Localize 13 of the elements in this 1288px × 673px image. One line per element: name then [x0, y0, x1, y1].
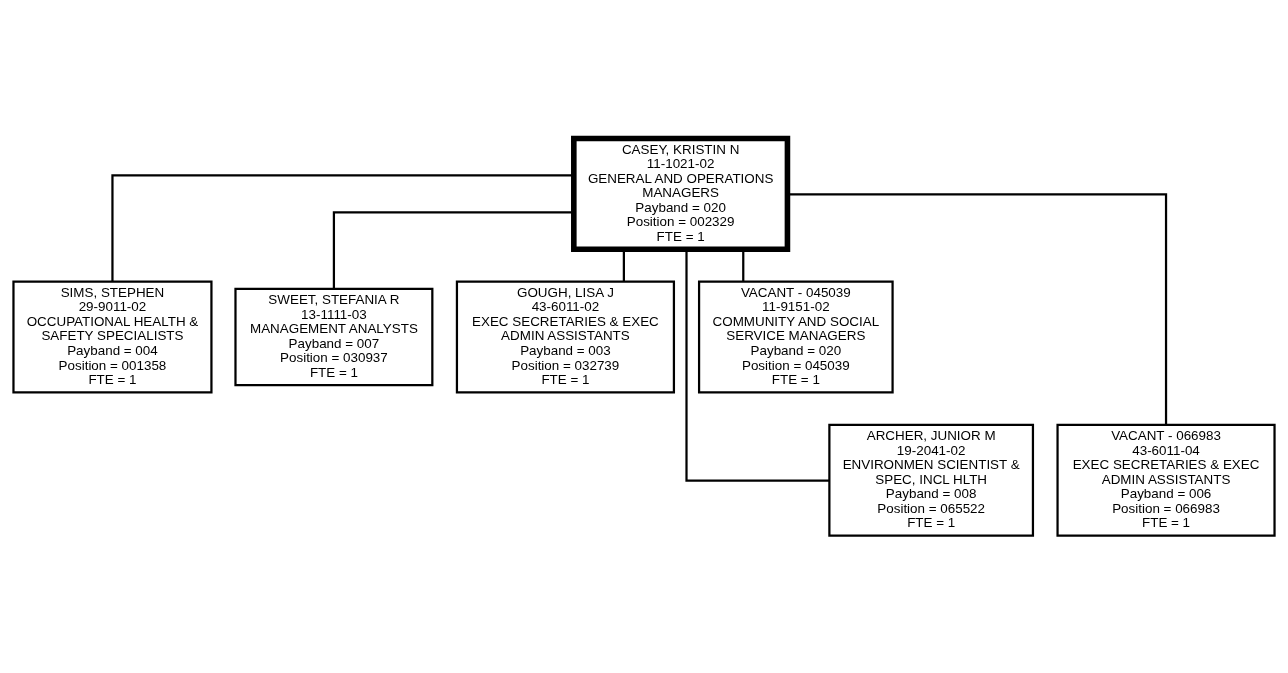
- connector: [742, 249, 745, 282]
- node-box: SIMS, STEPHEN 29-9011-02 OCCUPATIONAL HEALTH & SAFETY SPECIALISTS Payband = 004 Position = 001358 FTE = 1: [12, 280, 213, 393]
- node-box: CASEY, KRISTIN N 11-1021-02 GENERAL AND OPERATIONS MANAGERS Payband = 020 Position = 002329 FTE = 1: [571, 135, 791, 252]
- connector: [787, 192, 1168, 425]
- node-box: VACANT - 045039 11-9151-02 COMMUNITY AND SOCIAL SERVICE MANAGERS Payband = 020 Position = 045039 FTE = 1: [697, 280, 894, 393]
- node-box: ARCHER, JUNIOR M 19-2041-02 ENVIRONMEN SCIENTIST & SPEC, INCL HLTH Payband = 008 Position = 065522 FTE = 1: [828, 423, 1035, 537]
- node-box: SWEET, STEFANIA R 13-1111-03 MANAGEMENT ANALYSTS Payband = 007 Position = 030937 FTE = 1: [234, 287, 434, 386]
- node-box: VACANT - 066983 43-6011-04 EXEC SECRETARIES & EXEC ADMIN ASSISTANTS Payband = 006 Position = 066983 FTE = 1: [1056, 423, 1276, 537]
- connector: [332, 210, 574, 289]
- node-box: GOUGH, LISA J 43-6011-02 EXEC SECRETARIES & EXEC ADMIN ASSISTANTS Payband = 003 Position = 032739 FTE = 1: [455, 280, 676, 393]
- connector: [685, 249, 830, 482]
- connector: [111, 173, 574, 281]
- connector: [622, 249, 625, 282]
